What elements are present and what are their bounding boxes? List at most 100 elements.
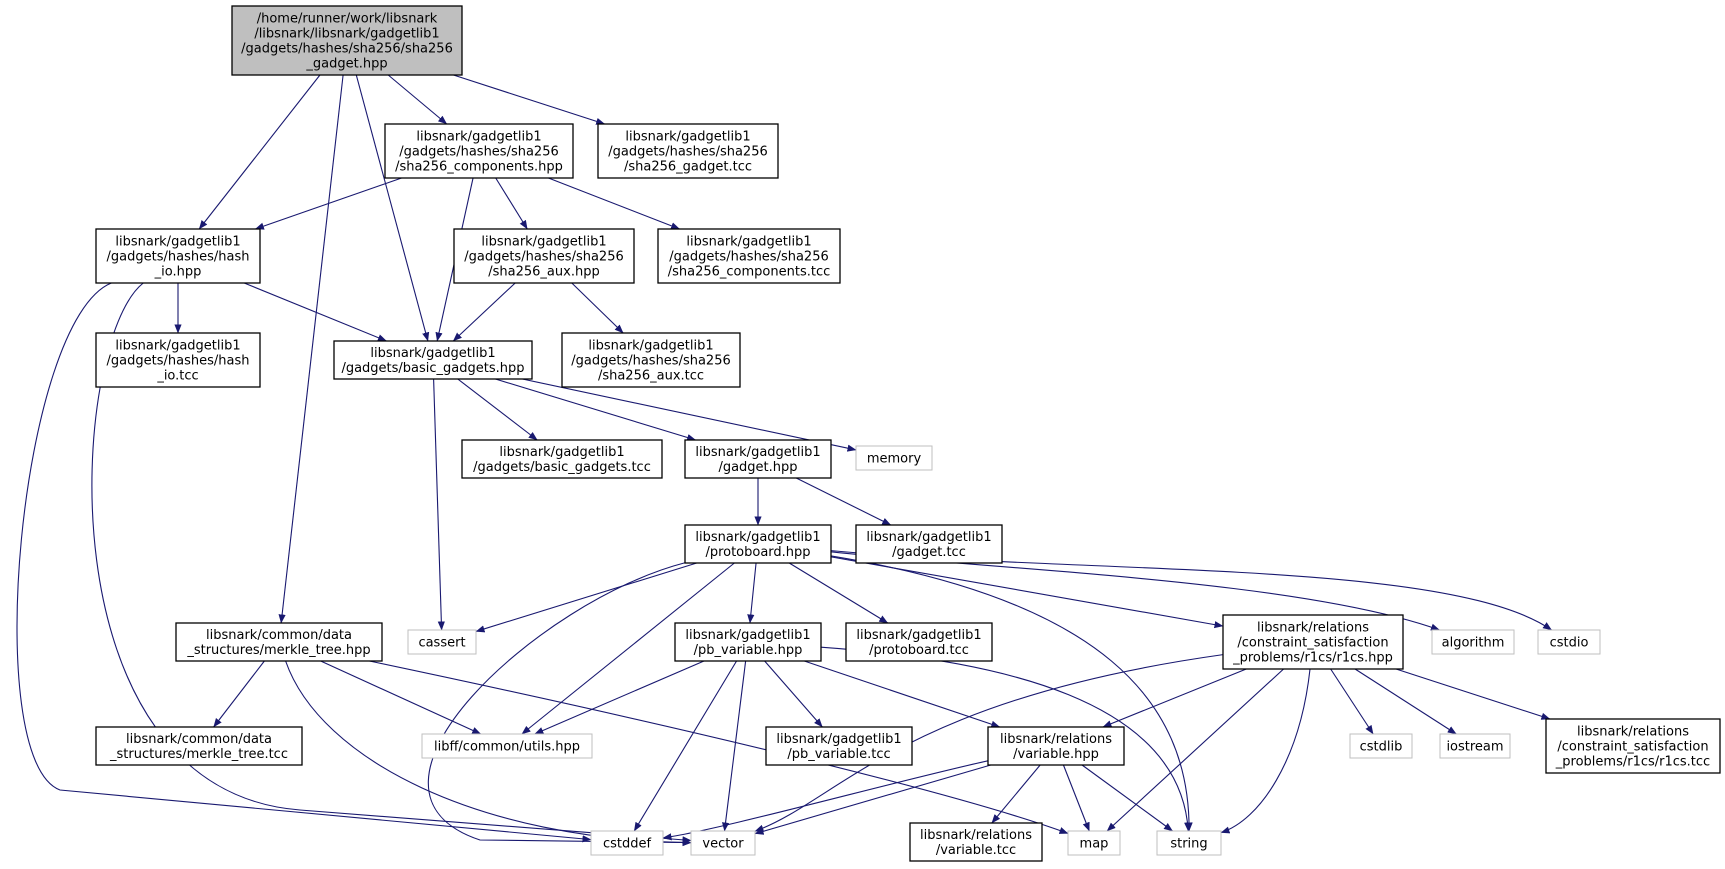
node-label-line: _structures/merkle_tree.hpp	[186, 643, 370, 658]
node-string: string	[1156, 830, 1222, 856]
node-box	[690, 830, 756, 856]
node-label-line: /gadgets/hashes/hash	[107, 250, 250, 265]
node-box	[1545, 718, 1721, 774]
node-box	[765, 726, 913, 766]
node-root[interactable]: /home/runner/work/libsnark/libsnark/libs…	[231, 5, 463, 76]
node-label-line: libsnark/gadgetlib1	[416, 130, 541, 145]
node-label-line: /gadgets/hashes/sha256	[608, 145, 768, 160]
node-variable-tcc[interactable]: libsnark/relations/variable.tcc	[909, 822, 1043, 862]
node-label-line: libsnark/gadgetlib1	[695, 445, 820, 460]
edge-merkle_tree_hpp-to-utils_hpp	[320, 660, 482, 735]
node-label-line: libsnark/gadgetlib1	[856, 628, 981, 643]
node-label-line: /libsnark/libsnark/gadgetlib1	[254, 27, 439, 42]
edge-protoboard_hpp-to-utils_hpp	[521, 562, 735, 735]
node-sha256-gadget-tcc[interactable]: libsnark/gadgetlib1/gadgets/hashes/sha25…	[597, 123, 779, 179]
node-memory: memory	[855, 445, 933, 471]
edge-r1cs_hpp-to-string	[1220, 668, 1311, 834]
node-box	[855, 524, 1003, 564]
node-label-line: libsnark/gadgetlib1	[685, 628, 810, 643]
node-label-line: /gadgets/hashes/hash	[107, 354, 250, 369]
node-box	[384, 123, 574, 179]
node-gadget-hpp[interactable]: libsnark/gadgetlib1/gadget.hpp	[684, 439, 832, 479]
node-sha256-aux-tcc[interactable]: libsnark/gadgetlib1/gadgets/hashes/sha25…	[561, 332, 741, 388]
edge-protoboard_hpp-to-pb_variable_hpp	[747, 562, 757, 624]
node-label-line: /gadget.tcc	[892, 545, 966, 560]
node-merkle-tree-tcc[interactable]: libsnark/common/data_structures/merkle_t…	[95, 726, 303, 766]
node-box	[561, 332, 741, 388]
edge-pb_variable_hpp-to-variable_hpp	[804, 660, 1001, 728]
edge-protoboard_hpp-to-string	[830, 555, 1193, 832]
node-r1cs-hpp[interactable]: libsnark/relations/constraint_satisfacti…	[1222, 614, 1404, 670]
node-label-line: /constraint_satisfaction	[1557, 740, 1708, 755]
node-box	[453, 228, 635, 284]
node-basic-gadgets-hpp[interactable]: libsnark/gadgetlib1/gadgets/basic_gadget…	[333, 340, 533, 380]
node-label-line: /sha256_aux.tcc	[598, 369, 704, 384]
edge-protoboard_hpp-to-cassert	[475, 562, 697, 633]
node-label-line: /gadgets/hashes/sha256	[399, 145, 559, 160]
node-r1cs-tcc[interactable]: libsnark/relations/constraint_satisfacti…	[1545, 718, 1721, 774]
node-label-line: /constraint_satisfaction	[1237, 636, 1388, 651]
node-box	[987, 726, 1125, 766]
node-box	[1349, 733, 1413, 759]
node-box	[855, 445, 933, 471]
node-box	[597, 123, 779, 179]
node-hash-io-hpp[interactable]: libsnark/gadgetlib1/gadgets/hashes/hash_…	[95, 228, 261, 284]
node-merkle-tree-hpp[interactable]: libsnark/common/data_structures/merkle_t…	[175, 622, 383, 662]
node-pb-variable-tcc[interactable]: libsnark/gadgetlib1/pb_variable.tcc	[765, 726, 913, 766]
node-label-line: _io.tcc	[156, 369, 198, 384]
edge-r1cs_hpp-to-variable_hpp	[1102, 668, 1247, 728]
node-protoboard-hpp[interactable]: libsnark/gadgetlib1/protoboard.hpp	[684, 524, 832, 564]
node-sha256-components-hpp[interactable]: libsnark/gadgetlib1/gadgets/hashes/sha25…	[384, 123, 574, 179]
node-label-line: /pb_variable.hpp	[694, 643, 803, 658]
edge-variable_hpp-to-variable_tcc	[991, 764, 1041, 824]
edge-gadget_hpp-to-gadget_tcc	[795, 477, 892, 526]
edge-basic_gadgets_hpp-to-basic_gadgets_tcc	[457, 378, 538, 441]
node-label-line: cstdio	[1550, 636, 1589, 651]
node-hash-io-tcc[interactable]: libsnark/gadgetlib1/gadgets/hashes/hash_…	[95, 332, 261, 388]
edge-protoboard_hpp-to-vector	[427, 562, 692, 847]
node-box	[231, 5, 463, 76]
node-variable-hpp[interactable]: libsnark/relations/variable.hpp	[987, 726, 1125, 766]
node-label-line: libsnark/gadgetlib1	[866, 530, 991, 545]
edge-variable_hpp-to-string	[1081, 764, 1173, 832]
node-gadget-tcc[interactable]: libsnark/gadgetlib1/gadget.tcc	[855, 524, 1003, 564]
node-sha256-aux-hpp[interactable]: libsnark/gadgetlib1/gadgets/hashes/sha25…	[453, 228, 635, 284]
node-protoboard-tcc[interactable]: libsnark/gadgetlib1/protoboard.tcc	[845, 622, 993, 662]
node-pb-variable-hpp[interactable]: libsnark/gadgetlib1/pb_variable.hpp	[674, 622, 822, 662]
node-map: map	[1067, 830, 1121, 856]
node-label-line: libsnark/common/data	[126, 732, 272, 747]
node-utils-hpp: libff/common/utils.hpp	[421, 733, 593, 759]
node-box	[674, 622, 822, 662]
node-box	[175, 622, 383, 662]
node-label-line: libsnark/gadgetlib1	[588, 339, 713, 354]
node-label-line: /protoboard.hpp	[705, 545, 810, 560]
node-label-line: libsnark/gadgetlib1	[115, 339, 240, 354]
node-label-line: /gadget.hpp	[718, 460, 797, 475]
node-label-line: /gadgets/hashes/sha256/sha256	[241, 42, 453, 57]
edge-pb_variable_hpp-to-cstddef	[633, 660, 738, 832]
edge-sha256_components_hpp-to-hash_io_hpp	[254, 177, 402, 230]
edge-sha256_components_hpp-to-sha256_components_tcc	[548, 177, 680, 230]
node-basic-gadgets-tcc[interactable]: libsnark/gadgetlib1/gadgets/basic_gadget…	[461, 439, 663, 479]
edge-basic_gadgets_hpp-to-gadget_hpp	[495, 378, 697, 441]
edge-sha256_components_hpp-to-sha256_aux_hpp	[495, 177, 528, 230]
node-box	[590, 830, 664, 856]
node-sha256-components-tcc[interactable]: libsnark/gadgetlib1/gadgets/hashes/sha25…	[657, 228, 841, 284]
node-label-line: /variable.hpp	[1013, 747, 1099, 762]
node-label-line: iostream	[1446, 740, 1503, 755]
edge-pb_variable_hpp-to-utils_hpp	[534, 660, 705, 735]
edge-variable_hpp-to-vector	[754, 764, 991, 835]
node-label-line: /home/runner/work/libsnark	[257, 12, 438, 27]
node-label-line: _problems/r1cs/r1cs.tcc	[1555, 755, 1710, 770]
node-label-line: libsnark/gadgetlib1	[625, 130, 750, 145]
node-box	[1156, 830, 1222, 856]
node-label-line: memory	[867, 452, 922, 467]
edge-hash_io_hpp-to-cstddef	[16, 282, 592, 843]
node-label-line: libsnark/relations	[1577, 725, 1689, 740]
node-box	[421, 733, 593, 759]
edge-root-to-basic_gadgets_hpp	[355, 74, 430, 342]
node-label-line: libsnark/common/data	[206, 628, 352, 643]
node-label-line: libsnark/gadgetlib1	[481, 235, 606, 250]
node-box	[407, 629, 477, 655]
node-label-line: map	[1080, 837, 1109, 852]
